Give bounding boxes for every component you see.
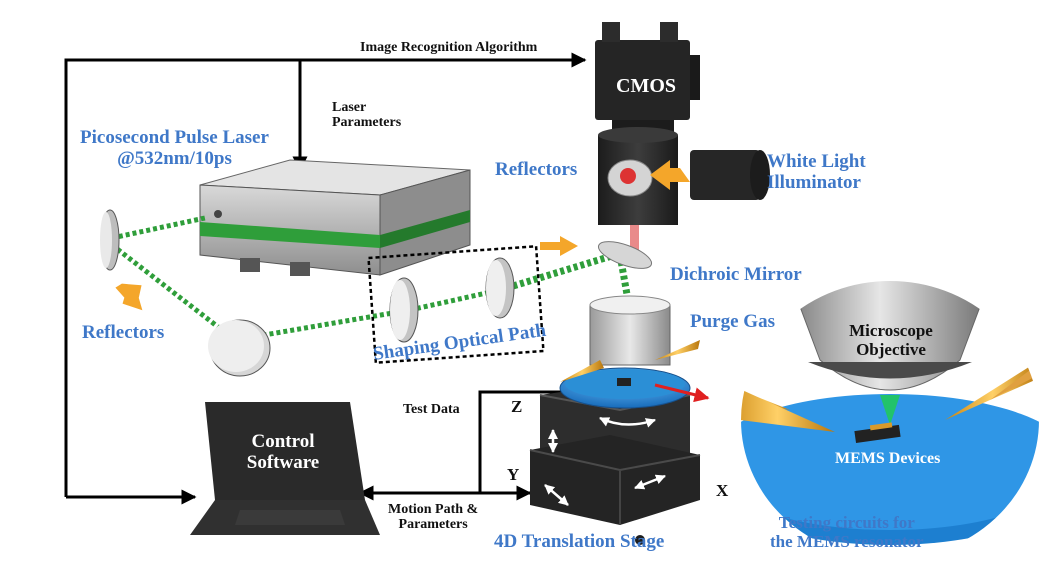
objective-cylinder	[589, 295, 671, 366]
laptop	[190, 402, 380, 535]
picosecond-laser-label: Picosecond Pulse Laser @532nm/10ps	[80, 127, 269, 169]
lens-2	[485, 257, 515, 319]
white-light-label: White Light Illuminator	[767, 151, 866, 193]
image-recognition-arrow	[64, 52, 587, 497]
axis-y-label: Y	[507, 465, 520, 484]
reflector-direction-arrow	[115, 283, 143, 311]
picosecond-laser	[199, 159, 471, 276]
purge-gas-nozzles	[560, 340, 700, 382]
reflectors-top-label: Reflectors	[495, 159, 578, 180]
mems-devices-label: MEMS Devices	[835, 450, 941, 467]
motion-path-label: Motion Path & Parameters	[388, 502, 479, 533]
zoom-arrow	[654, 383, 710, 403]
axis-x-label: X	[716, 481, 729, 500]
dichroic-mirror	[597, 241, 653, 269]
white-light-illuminator	[650, 150, 770, 200]
test-data-label: Test Data	[403, 402, 460, 417]
red-beam	[630, 225, 639, 253]
shaping-path-box	[367, 244, 545, 365]
dichroic-mirror-label: Dichroic Mirror	[670, 264, 802, 285]
image-recognition-label: Image Recognition Algorithm	[360, 40, 538, 55]
reflector-disc-1	[100, 209, 120, 271]
laser-parameters-label: Laser Parameters	[332, 100, 402, 131]
reflectors-left-label: Reflectors	[82, 322, 165, 343]
purge-gas-label: Purge Gas	[690, 311, 775, 332]
zoom-view	[739, 279, 1041, 561]
translation-stage	[529, 367, 701, 545]
control-software-label: Control Software	[246, 431, 320, 473]
microscope-objective-label: Microscope Objective	[849, 321, 933, 359]
reflector-disc-2	[208, 319, 271, 377]
testing-circuits-label: Testing circuits for the MEMS resonator	[770, 513, 924, 551]
beam-direction-arrow	[540, 236, 578, 256]
cmos-label: CMOS	[616, 75, 676, 97]
axis-z-label: Z	[511, 397, 523, 416]
test-data-line	[478, 390, 572, 493]
connection-lines	[64, 52, 587, 505]
stage-label: 4D Translation Stage	[494, 531, 665, 552]
lens-1	[389, 277, 419, 343]
